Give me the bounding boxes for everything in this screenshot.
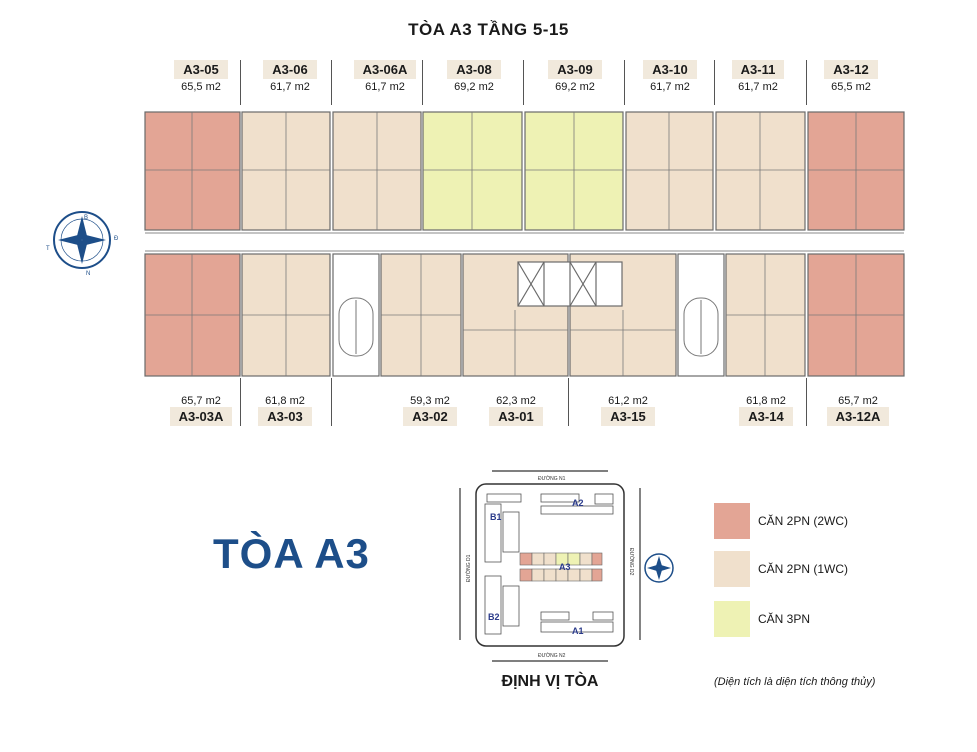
legend-label: CĂN 2PN (1WC) <box>758 562 849 576</box>
compass-t: T <box>46 246 50 252</box>
elevator-core <box>517 261 623 307</box>
divider-tick <box>806 60 807 105</box>
legend-swatch <box>714 503 750 539</box>
unit-label-a3-14[interactable]: 61,8 m2 A3-14 <box>726 393 806 426</box>
site-label-a3: A3 <box>559 562 571 572</box>
unit-label-a3-06[interactable]: A3-06 61,7 m2 <box>250 60 330 93</box>
road-d2: ĐƯỜNG D2 <box>628 548 635 576</box>
unit-label-a3-11[interactable]: A3-11 61,7 m2 <box>718 60 798 93</box>
unit-a3-08[interactable] <box>422 111 523 231</box>
site-labels: A2 B1 A3 B2 A1 <box>488 498 584 636</box>
unit-label-a3-01[interactable]: 62,3 m2 A3-01 <box>476 393 556 426</box>
unit-area: 65,7 m2 <box>838 395 878 407</box>
compass-n: N <box>86 271 90 277</box>
unit-code: A3-06A <box>353 60 417 79</box>
unit-label-a3-15[interactable]: 61,2 m2 A3-15 <box>588 393 668 426</box>
divider-tick <box>714 60 715 105</box>
unit-code: A3-05 <box>174 60 228 79</box>
divider-tick <box>240 378 241 426</box>
tower-name: TÒA A3 <box>213 530 370 577</box>
unit-area: 62,3 m2 <box>496 395 536 407</box>
site-plan-title: ĐỊNH VỊ TÒA <box>501 673 599 690</box>
road-labels: ĐƯỜNG N1 ĐƯỜNG N2 ĐƯỜNG D1 ĐƯỜNG D2 <box>465 475 635 659</box>
unit-label-a3-06a[interactable]: A3-06A 61,7 m2 <box>345 60 425 93</box>
site-a3-block <box>519 552 603 582</box>
site-label-a2: A2 <box>572 498 584 508</box>
site-compass <box>644 553 674 583</box>
unit-area: 65,5 m2 <box>181 81 221 93</box>
unit-area: 69,2 m2 <box>454 81 494 93</box>
site-label-b2: B2 <box>488 612 500 622</box>
unit-code: A3-02 <box>403 407 457 426</box>
unit-code: A3-12A <box>826 407 890 426</box>
interior-walls <box>145 112 904 376</box>
stair-symbols <box>338 297 719 357</box>
legend-swatch <box>714 551 750 587</box>
unit-a3-11[interactable] <box>715 111 806 231</box>
unit-area: 69,2 m2 <box>555 81 595 93</box>
divider-tick <box>568 378 569 426</box>
divider-tick <box>240 60 241 105</box>
legend-label: CĂN 2PN (2WC) <box>758 514 849 528</box>
unit-area: 61,7 m2 <box>365 81 405 93</box>
site-label-a1: A1 <box>572 626 584 636</box>
unit-a3-05[interactable] <box>144 111 241 231</box>
unit-area: 61,7 m2 <box>738 81 778 93</box>
unit-code: A3-10 <box>643 60 697 79</box>
unit-code: A3-14 <box>739 407 793 426</box>
unit-area: 61,8 m2 <box>746 395 786 407</box>
compass-d: Đ <box>114 236 119 242</box>
divider-tick <box>331 378 332 426</box>
unit-label-a3-03a[interactable]: 65,7 m2 A3-03A <box>161 393 241 426</box>
unit-area: 61,7 m2 <box>650 81 690 93</box>
unit-label-a3-03[interactable]: 61,8 m2 A3-03 <box>245 393 325 426</box>
unit-code: A3-01 <box>489 407 543 426</box>
corridor <box>145 232 904 252</box>
unit-label-a3-08[interactable]: A3-08 69,2 m2 <box>434 60 514 93</box>
unit-code: A3-11 <box>731 60 785 79</box>
unit-code: A3-03 <box>258 407 312 426</box>
road-d1: ĐƯỜNG D1 <box>465 554 472 582</box>
unit-label-a3-02[interactable]: 59,3 m2 A3-02 <box>390 393 470 426</box>
unit-area: 65,7 m2 <box>181 395 221 407</box>
unit-label-a3-12[interactable]: A3-12 65,5 m2 <box>811 60 891 93</box>
divider-tick <box>331 60 332 105</box>
compass-rose: B Đ N T <box>46 211 119 277</box>
divider-tick <box>806 378 807 426</box>
unit-area: 61,7 m2 <box>270 81 310 93</box>
site-buildings <box>484 493 614 635</box>
unit-label-a3-10[interactable]: A3-10 61,7 m2 <box>630 60 710 93</box>
floor-title: TÒA A3 TẦNG 5-15 <box>408 20 569 39</box>
unit-area: 65,5 m2 <box>831 81 871 93</box>
unit-code: A3-09 <box>548 60 602 79</box>
unit-code: A3-15 <box>601 407 655 426</box>
divider-tick <box>523 60 524 105</box>
unit-label-a3-05[interactable]: A3-05 65,5 m2 <box>161 60 241 93</box>
legend-swatch <box>714 601 750 637</box>
unit-code: A3-06 <box>263 60 317 79</box>
road-n2: ĐƯỜNG N2 <box>538 652 566 659</box>
unit-label-a3-09[interactable]: A3-09 69,2 m2 <box>535 60 615 93</box>
unit-code: A3-08 <box>447 60 501 79</box>
compass-b: B <box>84 215 88 221</box>
area-note: (Diện tích là diện tích thông thủy) <box>714 676 876 688</box>
divider-tick <box>624 60 625 105</box>
road-n1: ĐƯỜNG N1 <box>538 475 566 482</box>
unit-a3-10[interactable] <box>625 111 714 231</box>
unit-area: 61,2 m2 <box>608 395 648 407</box>
unit-area: 59,3 m2 <box>410 395 450 407</box>
unit-code: A3-12 <box>824 60 878 79</box>
unit-code: A3-03A <box>169 407 233 426</box>
unit-label-a3-12a[interactable]: 65,7 m2 A3-12A <box>818 393 898 426</box>
divider-tick <box>422 60 423 105</box>
unit-area: 61,8 m2 <box>265 395 305 407</box>
site-label-b1: B1 <box>490 512 502 522</box>
legend-label: CĂN 3PN <box>758 612 811 626</box>
